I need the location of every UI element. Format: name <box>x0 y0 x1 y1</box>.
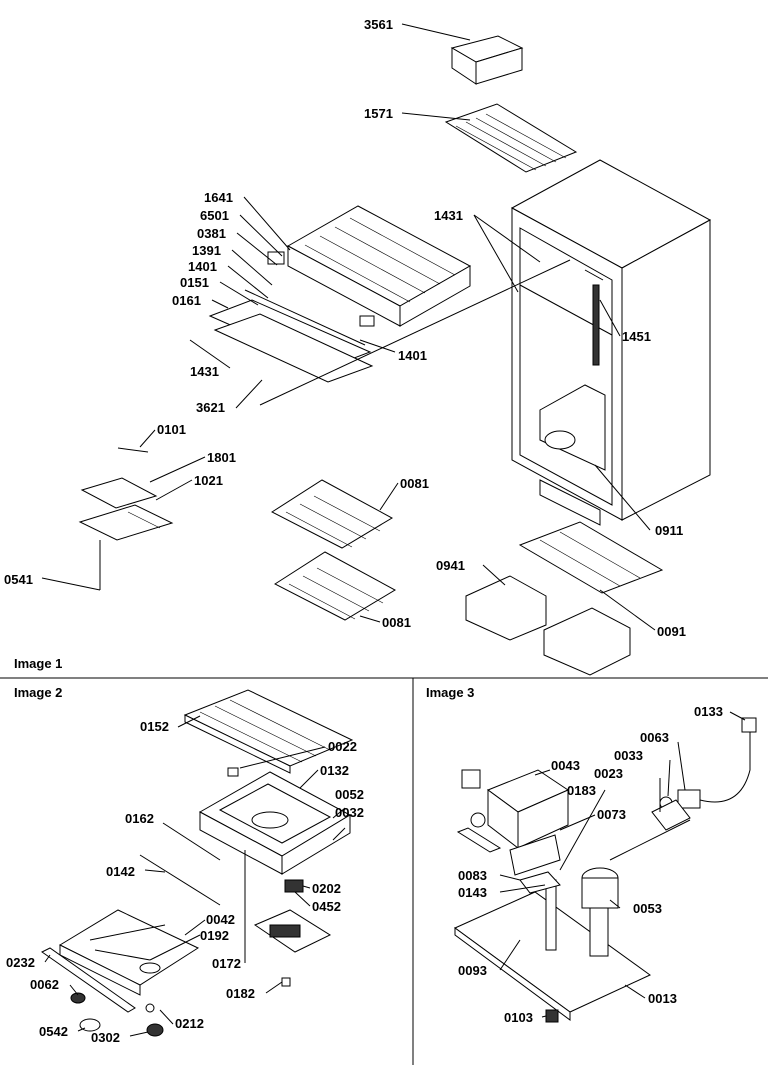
label-1391: 1391 <box>192 243 221 258</box>
label-0062: 0062 <box>30 977 59 992</box>
drawer-frame-0162 <box>198 767 352 875</box>
image3-labels: Image 3 0133 0063 0033 0023 0043 0183 00… <box>426 685 723 1025</box>
label-0022: 0022 <box>328 739 357 754</box>
crisper-bins-0941 <box>465 575 631 676</box>
image1-leaders <box>41 23 656 631</box>
base-pan-0042 <box>58 909 200 996</box>
label-3621: 3621 <box>196 400 225 415</box>
label-0151: 0151 <box>180 275 209 290</box>
image1-labels: 3561 1571 1641 6501 0381 1391 1401 0151 … <box>4 17 686 671</box>
label-0081-b: 0081 <box>382 615 411 630</box>
shelf-0152 <box>183 689 354 774</box>
label-0093: 0093 <box>458 963 487 978</box>
label-0542: 0542 <box>39 1024 68 1039</box>
label-1571: 1571 <box>364 106 393 121</box>
label-0103: 0103 <box>504 1010 533 1025</box>
tray-3561 <box>450 35 524 85</box>
section-title-image3: Image 3 <box>426 685 474 700</box>
rod-0142 <box>139 854 221 906</box>
label-1401-b: 1401 <box>398 348 427 363</box>
label-0042: 0042 <box>206 912 235 927</box>
label-0182: 0182 <box>226 986 255 1001</box>
label-0052: 0052 <box>335 787 364 802</box>
damper-0202 <box>284 879 304 893</box>
label-0452: 0452 <box>312 899 341 914</box>
label-0911: 0911 <box>655 523 683 538</box>
label-0161: 0161 <box>172 293 201 308</box>
label-1021: 1021 <box>194 473 223 488</box>
small-part-0103 <box>545 1009 559 1023</box>
section-title-image2: Image 2 <box>14 685 62 700</box>
image3-leaders <box>499 711 746 1018</box>
label-1801: 1801 <box>207 450 236 465</box>
label-1431-a: 1431 <box>434 208 463 223</box>
label-1641: 1641 <box>204 190 233 205</box>
label-0212: 0212 <box>175 1016 204 1031</box>
label-0101: 0101 <box>157 422 186 437</box>
label-1431-b: 1431 <box>190 364 219 379</box>
panel-dividers <box>0 677 768 1065</box>
label-0192: 0192 <box>200 928 229 943</box>
label-0172: 0172 <box>212 956 241 971</box>
label-0541: 0541 <box>4 572 33 587</box>
image2-leaders <box>44 715 346 1037</box>
crisper-cover-0091 <box>518 521 664 594</box>
image1-drawing <box>78 35 712 676</box>
label-0143: 0143 <box>458 885 487 900</box>
label-0023: 0023 <box>594 766 623 781</box>
label-1451: 1451 <box>622 329 651 344</box>
label-0162: 0162 <box>125 811 154 826</box>
motor-0053 <box>581 867 619 957</box>
label-0142: 0142 <box>106 864 135 879</box>
cabinet <box>510 159 712 526</box>
control-0172 <box>253 909 332 953</box>
label-0033: 0033 <box>614 748 643 763</box>
label-0202: 0202 <box>312 881 341 896</box>
freezer-shelf <box>267 205 472 327</box>
control-1801 <box>78 447 174 590</box>
image2-drawing <box>41 689 354 1037</box>
rail-0232 <box>41 947 136 1013</box>
label-0232: 0232 <box>6 955 35 970</box>
label-0063: 0063 <box>640 730 669 745</box>
label-0083: 0083 <box>458 868 487 883</box>
image3-drawing <box>454 717 757 1023</box>
label-6501: 6501 <box>200 208 229 223</box>
label-0013: 0013 <box>648 991 677 1006</box>
label-0053: 0053 <box>633 901 662 916</box>
label-0132: 0132 <box>320 763 349 778</box>
label-3561: 3561 <box>364 17 393 32</box>
label-0941: 0941 <box>436 558 465 573</box>
label-0381: 0381 <box>197 226 226 241</box>
image2-labels: Image 2 0152 0022 0132 0052 0032 0162 01… <box>6 685 364 1045</box>
label-0183: 0183 <box>567 783 596 798</box>
section-title-image1: Image 1 <box>14 656 62 671</box>
base-plate-0013 <box>454 891 651 1021</box>
bracket-0083 <box>456 827 502 853</box>
housing-0043 <box>461 769 570 876</box>
label-0152: 0152 <box>140 719 169 734</box>
shelf-1571 <box>444 103 578 173</box>
cover-plates <box>208 289 374 383</box>
label-0032: 0032 <box>335 805 364 820</box>
heater-0063 <box>651 717 757 831</box>
label-0043: 0043 <box>551 758 580 773</box>
label-0133: 0133 <box>694 704 723 719</box>
label-0073: 0073 <box>597 807 626 822</box>
label-0302: 0302 <box>91 1030 120 1045</box>
shelf-0081-lower <box>273 551 397 621</box>
label-1401-a: 1401 <box>188 259 217 274</box>
label-0081-a: 0081 <box>400 476 429 491</box>
label-0091: 0091 <box>657 624 686 639</box>
shelf-0081-upper <box>270 479 394 549</box>
